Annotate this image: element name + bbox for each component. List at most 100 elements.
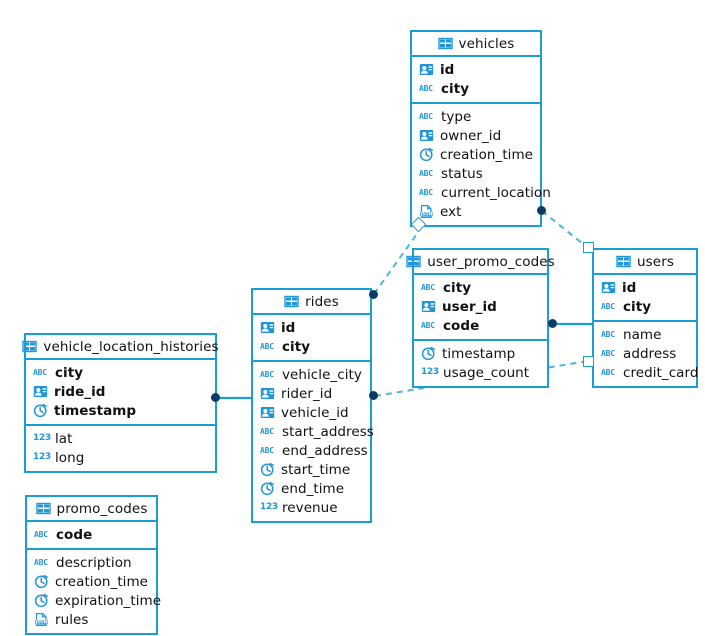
edge-endpoint-dot-rides-vehicles [369, 290, 378, 299]
erd-field-name: ride_id [54, 383, 106, 400]
erd-field-row[interactable]: ABC credit_card [594, 363, 698, 382]
erd-field-row[interactable]: JSON ext [412, 202, 540, 221]
erd-table-vehicle-location-histories[interactable]: vehicle_location_histories ABC city ride… [22, 333, 219, 473]
erd-table-rides[interactable]: rides id ABC city ABC vehicle_city rider… [251, 288, 374, 523]
abc-icon: ABC [601, 349, 615, 358]
erd-field-row[interactable]: ABC city [26, 363, 215, 382]
erd-field-row[interactable]: expiration_time [27, 591, 161, 610]
erd-field-row[interactable]: 123 revenue [253, 498, 370, 517]
erd-field-section: 123 lat 123 long [26, 426, 215, 471]
erd-field-name: rules [55, 611, 89, 628]
erd-field-name: user_id [442, 298, 497, 315]
erd-field-row[interactable]: id [412, 60, 540, 79]
erd-field-row[interactable]: creation_time [412, 145, 540, 164]
erd-field-name: timestamp [54, 402, 137, 419]
erd-field-row[interactable]: 123 usage_count [414, 363, 547, 382]
erd-table-promo-codes[interactable]: promo_codes ABC code ABC description cre… [25, 495, 161, 635]
svg-text:JSON: JSON [420, 212, 433, 217]
erd-field-name: id [440, 61, 455, 78]
abc-icon: ABC [260, 446, 274, 455]
erd-field-row[interactable]: end_time [253, 479, 370, 498]
erd-table-vehicles[interactable]: vehicles id ABC city ABC type owner_id [410, 30, 551, 227]
svg-text:JSON: JSON [35, 620, 48, 625]
erd-field-row[interactable]: user_id [414, 297, 547, 316]
id-card-icon [419, 128, 434, 143]
erd-primary-key-section: id ABC city [253, 315, 370, 362]
erd-field-row[interactable]: id [594, 278, 696, 297]
erd-field-row[interactable]: JSON rules [27, 610, 156, 629]
abc-icon: ABC [34, 558, 48, 567]
abc-icon: ABC [419, 188, 433, 197]
erd-field-row[interactable]: ABC name [594, 325, 696, 344]
erd-field-row[interactable]: timestamp [26, 401, 215, 420]
erd-field-name: end_time [281, 480, 345, 497]
erd-field-name: type [441, 108, 472, 125]
123-icon: 123 [33, 433, 51, 443]
erd-field-name: long [55, 449, 85, 466]
abc-icon: ABC [601, 330, 615, 339]
abc-icon: ABC [419, 84, 433, 93]
erd-field-row[interactable]: 123 long [26, 448, 215, 467]
erd-field-name: start_address [282, 423, 374, 440]
table-grid-icon [22, 339, 38, 354]
erd-field-row[interactable]: ABC vehicle_city [253, 365, 370, 384]
erd-field-name: city [443, 279, 472, 296]
erd-field-row[interactable]: creation_time [27, 572, 156, 591]
id-card-icon [260, 320, 275, 335]
erd-field-row[interactable]: ABC status [412, 164, 540, 183]
edge-endpoint-dot-vlh-rides [211, 393, 220, 402]
erd-field-row[interactable]: ABC code [414, 316, 547, 335]
erd-field-row[interactable]: id [253, 318, 370, 337]
erd-table-header-user-promo-codes[interactable]: user_promo_codes [406, 250, 555, 275]
erd-field-row[interactable]: ABC code [27, 525, 156, 544]
erd-field-section: ABC type owner_id creation_time ABC stat… [412, 104, 551, 225]
erd-table-header-promo-codes[interactable]: promo_codes [27, 497, 156, 522]
erd-field-row[interactable]: vehicle_id [253, 403, 370, 422]
erd-field-row[interactable]: ABC description [27, 553, 156, 572]
erd-table-users[interactable]: users id ABC city ABC name ABC address A… [592, 248, 698, 388]
erd-field-row[interactable]: start_time [253, 460, 370, 479]
clock-icon [260, 481, 275, 496]
erd-table-user-promo-codes[interactable]: user_promo_codes ABC city user_id ABC co… [406, 248, 555, 388]
erd-field-name: lat [55, 430, 73, 447]
erd-field-row[interactable]: timestamp [414, 344, 547, 363]
clock-icon [33, 403, 48, 418]
erd-primary-key-section: ABC city ride_id timestamp [26, 360, 215, 426]
erd-field-row[interactable]: ABC city [414, 278, 547, 297]
erd-field-name: city [55, 364, 84, 381]
clock-icon [419, 147, 434, 162]
erd-field-row[interactable]: owner_id [412, 126, 540, 145]
erd-field-row[interactable]: ABC current_location [412, 183, 551, 202]
erd-field-row[interactable]: ABC end_address [253, 441, 370, 460]
erd-field-name: city [282, 338, 311, 355]
erd-field-row[interactable]: ABC city [253, 337, 370, 356]
abc-icon: ABC [601, 368, 615, 377]
erd-field-row[interactable]: 123 lat [26, 429, 215, 448]
erd-table-name: rides [305, 293, 339, 310]
erd-field-row[interactable]: ABC start_address [253, 422, 374, 441]
edge-marker-users-left [583, 356, 594, 367]
erd-field-section: ABC vehicle_city rider_id vehicle_id ABC… [253, 362, 374, 521]
edge-endpoint-dot-upc-users [548, 319, 557, 328]
erd-field-row[interactable]: ABC type [412, 107, 540, 126]
abc-icon: ABC [260, 370, 274, 379]
abc-icon: ABC [34, 530, 48, 539]
erd-field-row[interactable]: ABC address [594, 344, 696, 363]
erd-table-header-vehicle-location-histories[interactable]: vehicle_location_histories [22, 335, 219, 360]
id-card-icon [33, 384, 48, 399]
erd-field-name: city [623, 298, 652, 315]
erd-field-row[interactable]: ride_id [26, 382, 215, 401]
erd-table-header-users[interactable]: users [594, 250, 696, 275]
erd-table-header-rides[interactable]: rides [253, 290, 370, 315]
erd-field-name: vehicle_city [282, 366, 362, 383]
erd-field-name: current_location [441, 184, 551, 201]
erd-field-row[interactable]: rider_id [253, 384, 370, 403]
erd-table-header-vehicles[interactable]: vehicles [412, 32, 540, 57]
erd-field-row[interactable]: ABC city [412, 79, 540, 98]
123-icon: 123 [421, 367, 439, 377]
123-icon: 123 [33, 452, 51, 462]
edge-endpoint-dot-rides-users [369, 391, 378, 400]
erd-field-name: id [281, 319, 296, 336]
abc-icon: ABC [421, 321, 435, 330]
erd-field-row[interactable]: ABC city [594, 297, 696, 316]
